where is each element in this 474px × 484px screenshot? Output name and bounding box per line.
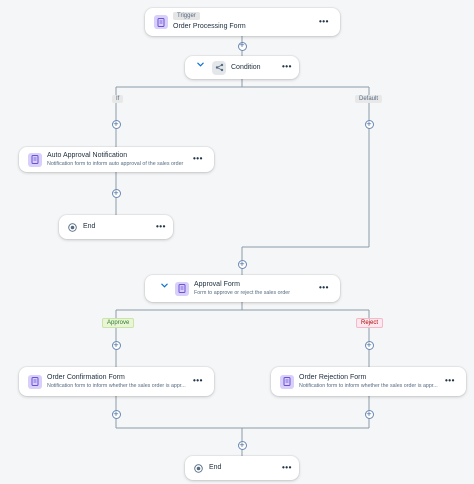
trigger-title: Order Processing Form [173,23,246,30]
trigger-tag: Trigger [173,12,200,20]
add-step-button[interactable]: + [111,118,121,129]
chevron-down-icon[interactable] [197,62,204,69]
approval-title: Approval Form [194,281,240,288]
approval-form-node[interactable]: Approval Form Form to approve or reject … [145,275,340,302]
form-icon [175,281,189,296]
add-step-button[interactable]: + [364,339,374,350]
add-step-icon: + [113,339,119,350]
add-step-icon: + [113,408,119,419]
end-title: End [83,223,96,230]
approval-menu-button[interactable]: ••• [319,283,329,292]
auto-approval-title: Auto Approval Notification [47,152,128,159]
end-menu-button[interactable]: ••• [156,222,166,231]
add-step-icon: + [366,408,372,419]
trigger-menu-button[interactable]: ••• [319,17,329,26]
order-rejection-node[interactable]: Order Rejection Form Notification form t… [271,367,466,396]
condition-node[interactable]: Condition ••• [185,56,299,79]
end-node-if[interactable]: End ••• [59,215,173,239]
condition-title: Condition [231,64,261,71]
condition-menu-button[interactable]: ••• [282,62,292,71]
add-step-button[interactable]: + [237,40,247,51]
branch-label-reject: Reject [356,318,384,328]
order-confirmation-menu-button[interactable]: ••• [193,376,203,385]
stop-circle-icon [191,461,205,475]
end-final-menu-button[interactable]: ••• [282,463,292,472]
add-step-button[interactable]: + [364,408,374,419]
add-step-button[interactable]: + [237,439,247,450]
branch-label-if: If [112,95,124,103]
add-step-icon: + [239,40,245,50]
add-step-icon: + [366,118,372,129]
form-icon [154,15,168,29]
order-confirmation-subtitle: Notification form to inform whether the … [47,383,186,389]
share-branch-icon [212,60,226,75]
add-step-button[interactable]: + [111,408,121,419]
add-step-icon: + [113,118,119,129]
add-step-button[interactable]: + [111,187,121,198]
form-icon [28,152,42,167]
branch-label-default: Default [355,95,383,103]
order-rejection-subtitle: Notification form to inform whether the … [299,383,438,389]
add-step-icon: + [366,339,372,350]
order-rejection-menu-button[interactable]: ••• [445,376,455,385]
chevron-down-icon[interactable] [161,283,168,290]
order-rejection-title: Order Rejection Form [299,374,367,381]
end-node-final[interactable]: End ••• [185,456,299,480]
stop-circle-icon [65,220,79,234]
branch-label-approve: Approve [102,318,135,328]
add-step-icon: + [113,187,119,198]
auto-approval-node[interactable]: Auto Approval Notification Notification … [19,147,214,172]
order-confirmation-title: Order Confirmation Form [47,374,125,381]
trigger-node[interactable]: Trigger Order Processing Form ••• [145,8,340,36]
form-icon [28,374,42,389]
add-step-icon: + [239,439,245,450]
end-final-title: End [209,464,222,471]
add-step-button[interactable]: + [364,118,374,129]
approval-subtitle: Form to approve or reject the sales orde… [194,290,290,296]
auto-approval-menu-button[interactable]: ••• [193,154,203,163]
form-icon [280,374,294,389]
add-step-icon: + [239,258,245,269]
order-confirmation-node[interactable]: Order Confirmation Form Notification for… [19,367,214,396]
add-step-button[interactable]: + [111,339,121,350]
add-step-button[interactable]: + [237,258,247,269]
auto-approval-subtitle: Notification form to inform auto approva… [47,161,184,167]
